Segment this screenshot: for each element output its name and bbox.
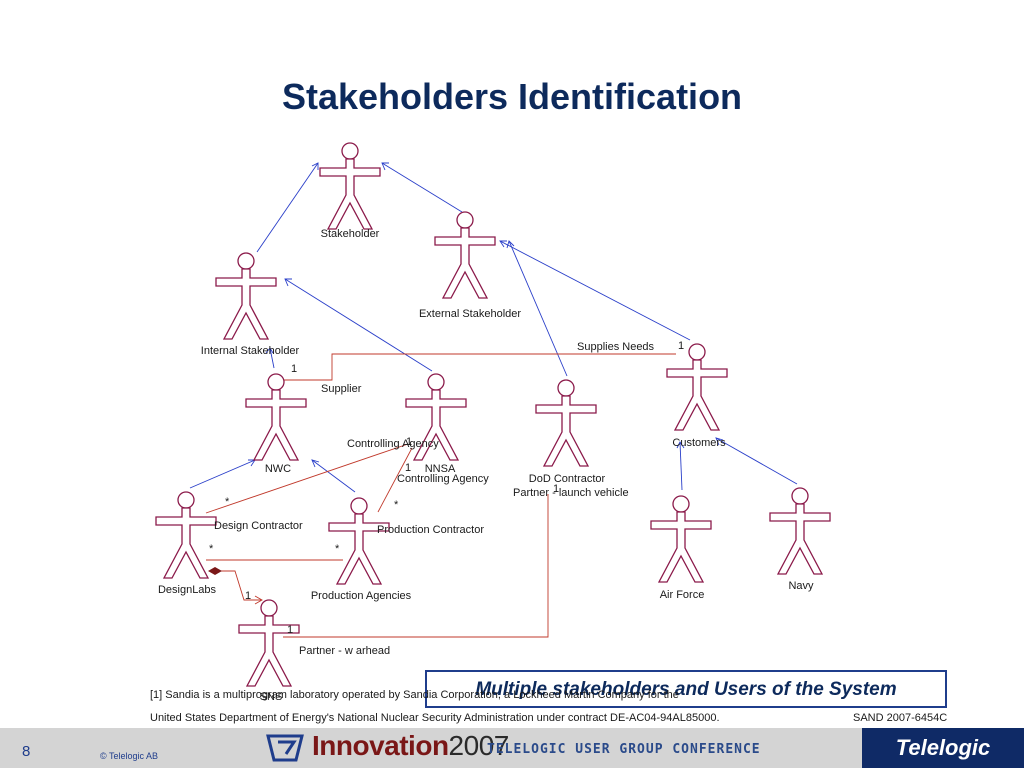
- role-partner-launch: Partner - launch vehicle: [513, 487, 629, 499]
- role-production-contractor: Production Contractor: [377, 524, 484, 536]
- brand-name: Innovation2007: [312, 730, 509, 762]
- page-title: Stakeholders Identification: [281, 76, 743, 117]
- footer-bar: 8 © Telelogic AB Innovation2007 TELELOGI…: [0, 728, 1024, 768]
- company-logo: Telelogic: [862, 728, 1024, 768]
- multiplicity: 1: [678, 340, 684, 352]
- composition-diamond-icon: [208, 567, 222, 575]
- footnote-line-1: [1] Sandia is a multiprogram laboratory …: [150, 689, 679, 701]
- customers-label: Customers: [672, 437, 726, 449]
- nnsa-label: NNSA: [425, 463, 456, 475]
- external-stakeholder-label: External Stakeholder: [419, 308, 521, 320]
- brand-year: 2007: [448, 730, 510, 761]
- stakeholder-label: Stakeholder: [321, 228, 380, 240]
- role-supplies-needs: Supplies Needs: [577, 341, 655, 353]
- role-partner-warhead: Partner - w arhead: [299, 645, 390, 657]
- production-agencies-actor[interactable]: [328, 497, 390, 585]
- designlabs-actor[interactable]: [155, 491, 217, 579]
- multiplicity: *: [335, 543, 340, 555]
- copyright-text: © Telelogic AB: [100, 751, 158, 761]
- innovation-logo-icon: [266, 734, 304, 762]
- dod-contractor-actor[interactable]: [535, 379, 597, 467]
- stakeholder-actor[interactable]: [319, 142, 381, 230]
- stakeholder-diagram: Stakeholder External Stakeholder Interna…: [155, 142, 831, 703]
- role-controlling-agency-a: Controlling Agency: [347, 438, 439, 450]
- multiplicity: *: [209, 543, 214, 555]
- navy-actor[interactable]: [769, 487, 831, 575]
- footnote-line-2: United States Department of Energy's Nat…: [150, 712, 720, 724]
- multiplicity: *: [225, 496, 230, 508]
- role-supplier: Supplier: [321, 383, 362, 395]
- page-number: 8: [22, 743, 31, 760]
- dod-contractor-label: DoD Contractor: [529, 473, 606, 485]
- designlabs-label: DesignLabs: [158, 584, 217, 596]
- multiplicity: 1: [405, 462, 411, 474]
- summary-callout: Multiple stakeholders and Users of the S…: [425, 670, 947, 708]
- conference-name: TELELOGIC USER GROUP CONFERENCE: [487, 742, 761, 757]
- brand-word: Innovation: [312, 730, 449, 761]
- internal-stakeholder-label: Internal Stakeholder: [201, 345, 300, 357]
- role-controlling-agency-b: Controlling Agency: [397, 473, 489, 485]
- production-agencies-label: Production Agencies: [311, 590, 412, 602]
- multiplicity: *: [394, 499, 399, 511]
- multiplicity: 1: [553, 483, 559, 495]
- multiplicity: 1: [406, 436, 412, 448]
- generalization-links: [189, 162, 798, 493]
- role-design-contractor: Design Contractor: [214, 520, 303, 532]
- multiplicity: 1: [245, 590, 251, 602]
- sns-label: SNS: [260, 691, 283, 703]
- navy-label: Navy: [788, 580, 814, 592]
- nwc-actor[interactable]: [245, 373, 307, 461]
- external-stakeholder-actor[interactable]: [434, 211, 496, 299]
- air-force-label: Air Force: [660, 589, 705, 601]
- internal-stakeholder-actor[interactable]: [215, 252, 277, 340]
- air-force-actor[interactable]: [650, 495, 712, 583]
- sns-actor[interactable]: [238, 599, 300, 687]
- multiplicity: 1: [291, 363, 297, 375]
- multiplicity: 1: [287, 624, 293, 636]
- customers-actor[interactable]: [666, 343, 728, 431]
- nwc-label: NWC: [265, 463, 291, 475]
- sand-number: SAND 2007-6454C: [853, 712, 948, 724]
- association-links: [205, 353, 676, 638]
